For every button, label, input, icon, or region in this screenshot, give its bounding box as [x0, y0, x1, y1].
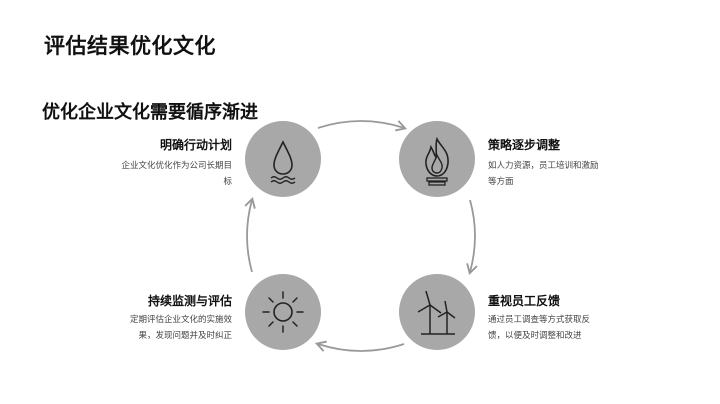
step-title-feedback: 重视员工反馈 [488, 294, 561, 308]
step-title-monitor: 持续监测与评估 [147, 294, 232, 308]
step-desc-plan: 企业文化优化作为公司长期目标 [121, 161, 232, 187]
step-desc-strategy: 如人力资源，员工培训和激励等方面 [488, 161, 599, 187]
node-strategy [399, 121, 475, 197]
node-monitor [245, 274, 321, 350]
node-plan [245, 121, 321, 197]
section-subtitle: 优化企业文化需要循序渐进 [42, 102, 258, 123]
slide-title: 评估结果优化文化 [44, 34, 216, 58]
step-desc-feedback: 通过员工调查等方式获取反馈，以便及时调整和改进 [488, 315, 591, 341]
water-drop-icon [270, 140, 296, 184]
step-desc-monitor: 定期评估企业文化的实施效果，发现问题并及时纠正 [129, 315, 232, 341]
arrow-bottom [314, 340, 405, 352]
flame-icon [425, 136, 449, 186]
arrow-left [244, 196, 256, 273]
sun-icon [262, 291, 304, 333]
step-title-strategy: 策略逐步调整 [488, 138, 561, 152]
step-title-plan: 明确行动计划 [159, 138, 232, 152]
arrow-top [317, 120, 408, 132]
wind-turbine-icon [417, 290, 456, 335]
node-feedback [399, 274, 475, 350]
arrow-right [466, 199, 478, 276]
